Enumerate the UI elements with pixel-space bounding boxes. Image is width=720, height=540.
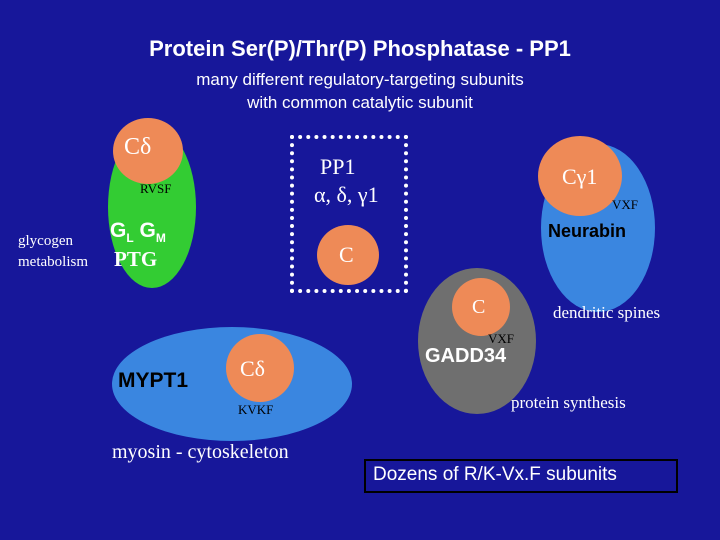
gadd34-catalytic-circle: [452, 278, 510, 336]
subtitle-line-1: many different regulatory-targeting subu…: [196, 70, 524, 89]
gadd34-vxf-motif: VXF: [488, 331, 515, 346]
mypt1-catalytic-circle: [226, 334, 294, 402]
neurabin-vxf-motif: VXF: [612, 197, 639, 212]
gm-letter: G: [139, 219, 156, 242]
protein-synthesis-label: protein synthesis: [511, 393, 626, 412]
pp1-catalytic-box: [290, 135, 408, 293]
gl-subscript: L: [126, 231, 134, 246]
gm-subscript: M: [155, 231, 166, 246]
neurabin-label: Neurabin: [548, 221, 627, 241]
rvsf-motif: RVSF: [140, 181, 172, 196]
gadd34-c-label: C: [472, 296, 486, 318]
metabolism-label: metabolism: [18, 254, 88, 270]
glycogen-label: glycogen: [18, 233, 73, 249]
dozens-subunits-label: Dozens of R/K-Vx.F subunits: [373, 464, 617, 485]
pp1-isoforms-label: α, δ, γ1: [314, 182, 379, 207]
c-gamma1-label: Cγ1: [562, 164, 598, 189]
c-delta-catalytic-circle: [113, 118, 183, 184]
ptg-label: PTG: [114, 247, 158, 271]
gadd34-label: GADD34: [425, 345, 507, 367]
c-delta-label: Cδ: [124, 134, 152, 160]
gl-gm-label: GL GM: [110, 219, 166, 245]
kvkf-motif: KVKF: [238, 402, 274, 417]
catalytic-c-label: C: [339, 242, 354, 267]
catalytic-c-circle: [317, 225, 379, 285]
pp1-label: PP1: [320, 154, 356, 179]
gl-letter: G: [110, 219, 127, 242]
mypt1-label: MYPT1: [118, 369, 189, 392]
subtitle-line-2: with common catalytic subunit: [247, 93, 473, 112]
myosin-cytoskeleton-label: myosin - cytoskeleton: [112, 441, 289, 463]
c-gamma1-catalytic-circle: [538, 136, 622, 216]
dendritic-spines-label: dendritic spines: [553, 303, 661, 322]
dozens-subunits-box: [364, 459, 678, 493]
slide-title: Protein Ser(P)/Thr(P) Phosphatase - PP1: [149, 36, 571, 61]
mypt1-c-delta-label: Cδ: [240, 356, 266, 381]
